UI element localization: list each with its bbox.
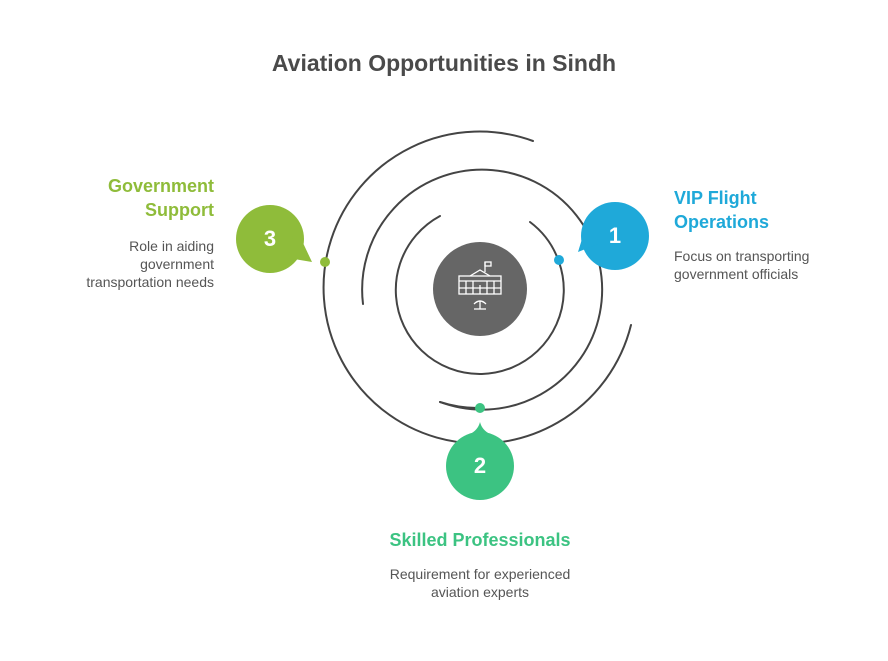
item-1-title-line: Operations	[674, 212, 770, 232]
badge-number-2: 2	[473, 453, 487, 478]
outer-arc	[322, 130, 632, 445]
item-1-desc-line: government officials	[674, 266, 799, 282]
item-1-desc-line: Focus on transporting	[674, 248, 810, 264]
marker-dot-3	[320, 257, 330, 267]
badge-2	[446, 403, 514, 500]
item-1-title: VIP Flight Operations	[674, 186, 769, 234]
marker-dot-2	[475, 403, 485, 413]
item-2-title: Skilled Professionals	[330, 528, 630, 552]
item-2-desc-line: Requirement for experienced	[389, 566, 571, 582]
badge-number-1: 1	[608, 223, 622, 248]
badge-number-3: 3	[263, 226, 277, 251]
middle-arc	[361, 168, 604, 411]
item-2-desc-line: aviation experts	[430, 584, 530, 600]
inner-arc-right	[529, 221, 560, 263]
item-3-title-line: Support	[145, 200, 214, 220]
marker-dot-1	[554, 255, 564, 265]
item-3-desc-line: government	[140, 256, 214, 272]
item-3-description: Role in aiding government transportation…	[14, 237, 214, 291]
badge-3	[236, 205, 330, 273]
item-3-desc-line: transportation needs	[86, 274, 214, 290]
inner-arc-left	[394, 215, 565, 375]
item-3-desc-line: Role in aiding	[129, 238, 214, 254]
item-3-title-line: Government	[107, 176, 214, 196]
government-building-icon	[458, 261, 502, 310]
item-1-description: Focus on transporting government officia…	[674, 247, 809, 283]
item-3-title: Government Support	[14, 174, 214, 222]
page-title: Aviation Opportunities in Sindh	[271, 50, 617, 76]
item-2-title-line: Skilled Professionals	[389, 530, 571, 550]
item-2-description: Requirement for experienced aviation exp…	[330, 565, 630, 601]
item-1-title-line: VIP Flight	[674, 188, 757, 208]
badge-1	[554, 202, 649, 270]
